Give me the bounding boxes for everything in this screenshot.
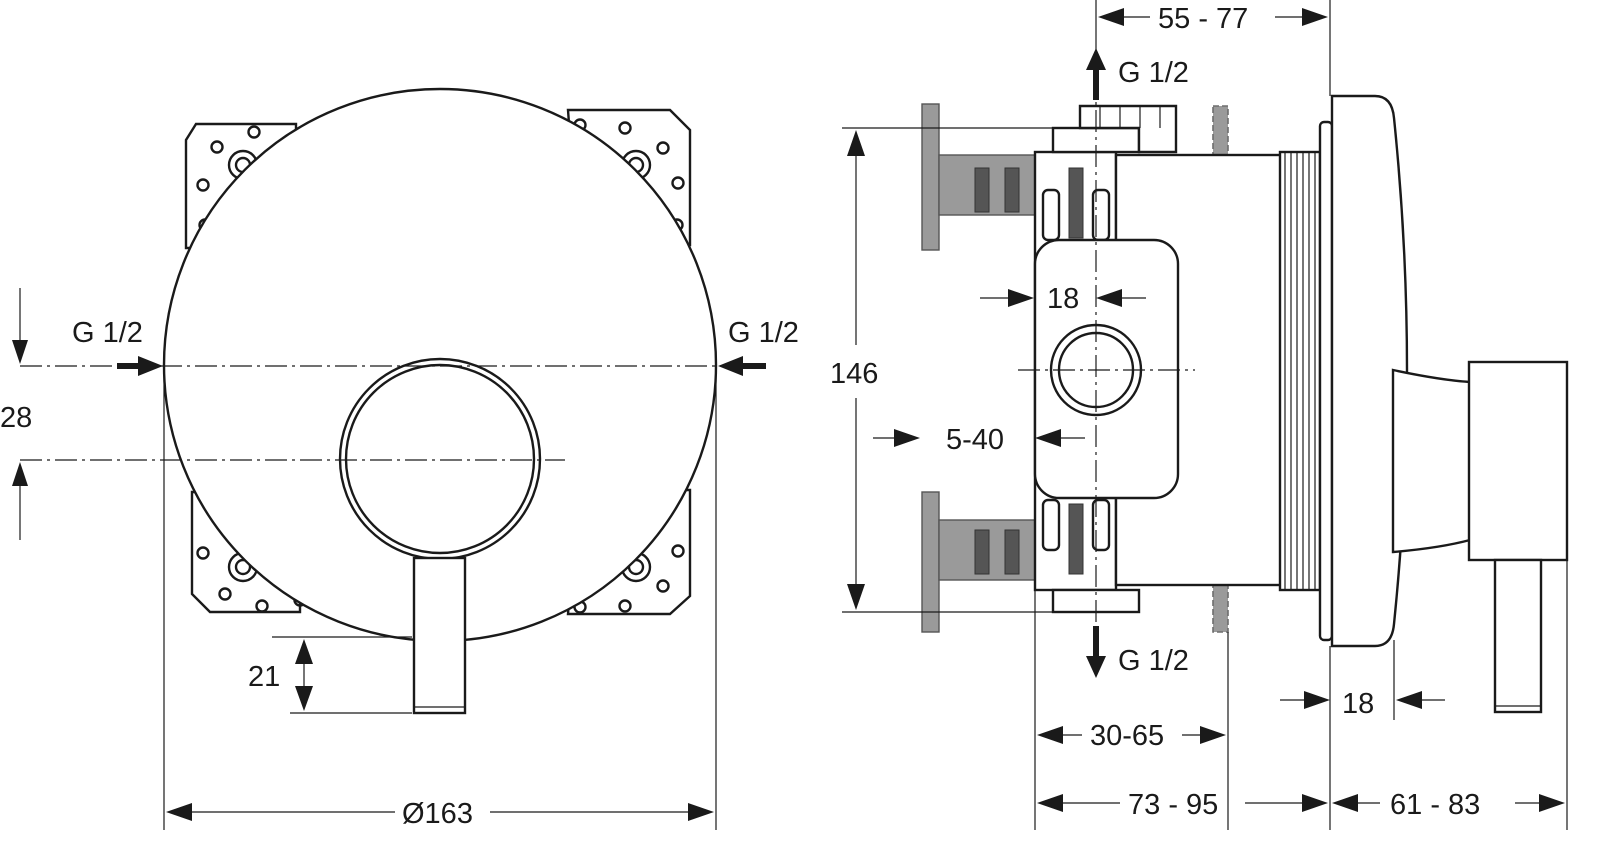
side-view: G 1/2 G 1/2 55 - 77 146 bbox=[830, 0, 1569, 830]
wall-label: 5-40 bbox=[946, 424, 1004, 456]
top-range-label: 55 - 77 bbox=[1158, 3, 1248, 35]
inlet-right-label: G 1/2 bbox=[728, 317, 799, 349]
thread-sleeve bbox=[1278, 150, 1322, 592]
rosette-gap-dimension bbox=[1280, 640, 1445, 720]
depth-range-dimension bbox=[1034, 590, 1229, 830]
diameter-label: Ø163 bbox=[402, 798, 473, 830]
outlet-top-arrow bbox=[1086, 48, 1106, 100]
wall-flange bbox=[1318, 120, 1334, 642]
trim-range-dimension bbox=[1332, 560, 1568, 830]
top-range-dimension bbox=[1095, 0, 1331, 96]
inlet-right-arrow bbox=[718, 356, 766, 376]
outlet-bottom-label: G 1/2 bbox=[1118, 645, 1189, 677]
lever-dimension bbox=[272, 636, 412, 714]
outlet-top-label: G 1/2 bbox=[1118, 57, 1189, 89]
height-dimension bbox=[842, 127, 1055, 613]
inlet-left-arrow bbox=[117, 356, 163, 376]
body-range-label: 73 - 95 bbox=[1128, 789, 1218, 821]
body-range-dimension bbox=[1037, 646, 1331, 830]
outlet-bottom-arrow bbox=[1086, 626, 1106, 678]
handle-body bbox=[1467, 360, 1569, 562]
offset-label: 28 bbox=[0, 402, 32, 434]
rosette-gap-label: 18 bbox=[1342, 688, 1374, 720]
port-width-dimension bbox=[980, 289, 1146, 307]
wall-dimension bbox=[873, 429, 1085, 447]
wall-plate-left-bottom bbox=[921, 491, 940, 633]
lever-label: 21 bbox=[248, 661, 280, 693]
front-view: G 1/2 G 1/2 28 21 Ø163 bbox=[0, 87, 799, 830]
height-label: 146 bbox=[830, 358, 878, 390]
offset-dimension bbox=[12, 288, 28, 540]
port-block bbox=[1033, 238, 1180, 500]
handle-disc-inner-ring bbox=[344, 363, 536, 555]
port-width-label: 18 bbox=[1047, 283, 1079, 315]
depth-range-label: 30-65 bbox=[1090, 720, 1164, 752]
wall-plate-left-top bbox=[921, 103, 940, 251]
handle-lever-side bbox=[1493, 558, 1543, 714]
handle-lever bbox=[412, 556, 467, 715]
handle-neck bbox=[1391, 368, 1472, 554]
inlet-left-label: G 1/2 bbox=[72, 317, 143, 349]
trim-range-label: 61 - 83 bbox=[1390, 789, 1480, 821]
handle-disc bbox=[338, 357, 542, 561]
diameter-dimension bbox=[163, 366, 717, 830]
